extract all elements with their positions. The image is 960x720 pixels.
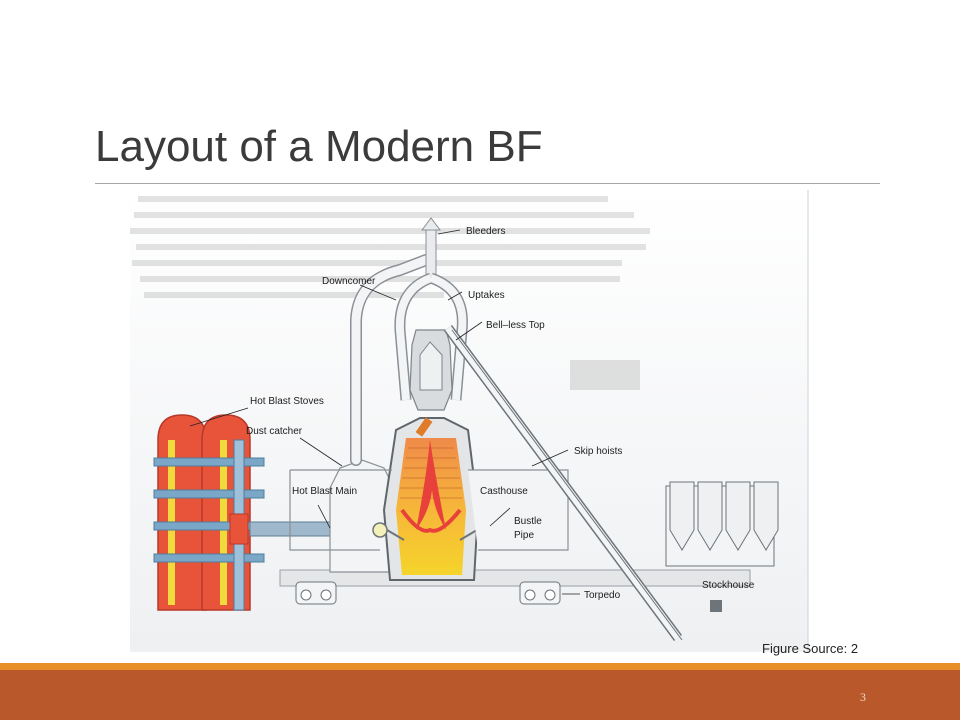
torpedo-car-right (519, 581, 561, 605)
label-pipe: Pipe (514, 530, 534, 541)
label-bustle: Bustle (514, 516, 542, 527)
casthouse (468, 469, 569, 551)
label-bleeders: Bleeders (466, 226, 505, 237)
label-stockhouse: Stockhouse (702, 580, 755, 591)
page-number: 3 (860, 690, 866, 704)
hot-blast-valve (229, 513, 249, 545)
leader-lines (189, 229, 580, 595)
torpedo-car-left (295, 581, 337, 605)
bleeder-stack (425, 227, 437, 279)
footer-accent-line (0, 663, 960, 670)
label-bell-less-top: Bell–less Top (486, 320, 545, 331)
label-torpedo: Torpedo (584, 590, 621, 601)
label-downcomer: Downcomer (322, 276, 376, 287)
hot-blast-stoves (153, 414, 265, 611)
furnace-burden (396, 438, 466, 575)
label-dust-catcher: Dust catcher (246, 426, 303, 437)
label-casthouse: Casthouse (480, 486, 528, 497)
figure-source-caption: Figure Source: 2 (762, 641, 859, 656)
slide-title: Layout of a Modern BF (95, 122, 543, 171)
furnace-flame (416, 440, 446, 530)
title-divider (95, 183, 880, 184)
label-uptakes: Uptakes (468, 290, 505, 301)
stockhouse (665, 481, 779, 612)
footer-band (0, 670, 960, 720)
label-hot-blast-stoves: Hot Blast Stoves (250, 396, 324, 407)
charging-chute (415, 417, 433, 437)
label-hot-blast-main: Hot Blast Main (292, 486, 357, 497)
label-skip-hoists: Skip hoists (574, 446, 622, 457)
blast-furnace-diagram: Bleeders Downcomer Uptakes Bell–less Top… (130, 190, 809, 652)
